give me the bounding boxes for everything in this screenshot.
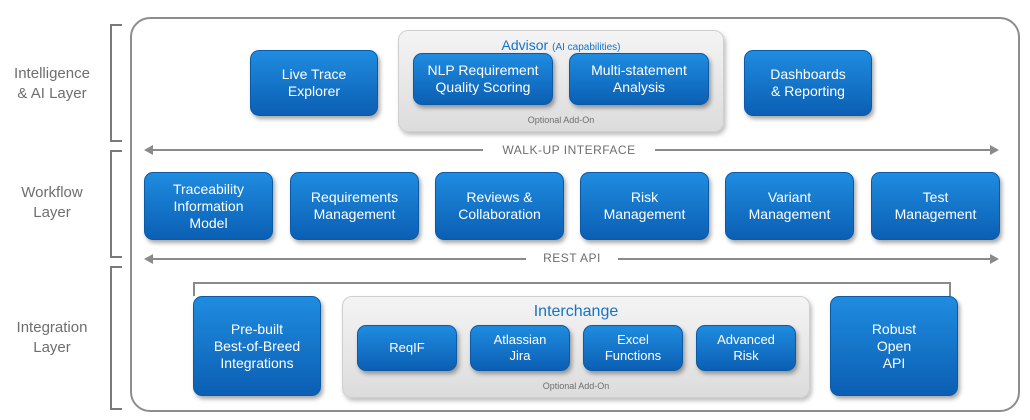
reqif-box: ReqIF <box>357 325 457 371</box>
integration-connector-right-drop <box>949 282 951 296</box>
interchange-title: Interchange <box>533 303 619 320</box>
bracket-intelligence <box>110 24 122 142</box>
rest-arrow-left <box>144 254 153 264</box>
interchange-optional-note: Optional Add-On <box>542 381 610 391</box>
dashboards-reporting-box: Dashboards& Reporting <box>744 50 872 116</box>
advisor-title: Advisor (AI capabilities) <box>501 37 621 53</box>
walkup-arrow-right <box>990 145 999 155</box>
integration-connector-line <box>193 282 951 284</box>
integration-connector-left-drop <box>193 282 195 296</box>
bracket-integration <box>110 266 122 410</box>
rest-api-label: REST API <box>526 251 618 265</box>
walkup-interface-label: WALK-UP INTERFACE <box>483 143 655 157</box>
advisor-optional-note: Optional Add-On <box>527 115 595 125</box>
architecture-frame <box>130 17 1020 412</box>
bracket-workflow <box>110 150 122 258</box>
layer-label-integration: Integration Layer <box>16 319 88 356</box>
rest-arrow-right <box>990 254 999 264</box>
walkup-arrow-left <box>144 145 153 155</box>
reviews-collaboration-box: Reviews &Collaboration <box>435 172 564 240</box>
layer-label-workflow: Workflow Layer <box>21 184 83 221</box>
layer-label-intelligence: Intelligence & AI Layer <box>14 65 90 102</box>
